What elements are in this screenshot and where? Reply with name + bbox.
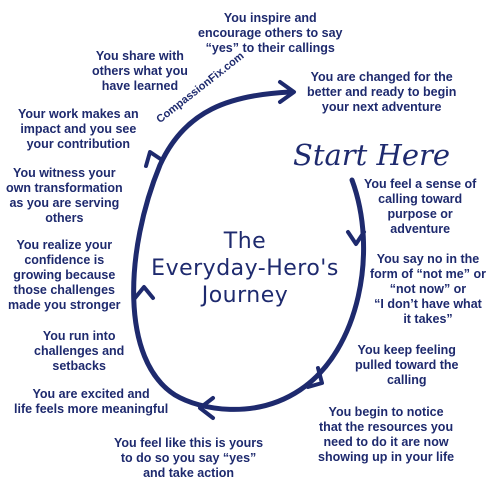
- title-line-2: Everyday-Hero's: [151, 256, 339, 281]
- step-8-line: those challenges: [13, 283, 115, 297]
- step-7-line: challenges and: [34, 344, 125, 358]
- cycle-path: [131, 89, 367, 412]
- step-11-line: have learned: [101, 79, 179, 93]
- step-7: You run into challenges and setbacks: [34, 329, 124, 374]
- step-9-line: You witness your: [13, 166, 116, 180]
- step-12: You inspire and encourage others to say …: [198, 11, 343, 56]
- step-1-line: adventure: [390, 222, 451, 236]
- start-here-label: Start Here: [293, 138, 451, 172]
- step-13-line: You are changed for the: [310, 70, 453, 84]
- step-5-line: and take action: [143, 466, 235, 480]
- step-1-line: calling toward: [378, 192, 463, 206]
- step-4-line: that the resources you: [319, 420, 454, 434]
- arrow-top-left-icon: [144, 150, 164, 168]
- step-12-line: encourage others to say: [198, 26, 343, 40]
- step-3-line: calling: [386, 373, 427, 387]
- step-5: You feel like this is yours to do so you…: [114, 436, 263, 481]
- step-11-line: others what you: [92, 64, 188, 78]
- step-2-line: “I don’t have what: [374, 297, 482, 311]
- step-9-line: own transformation: [6, 181, 123, 195]
- step-9-line: as you are serving: [9, 196, 120, 210]
- step-1: You feel a sense of calling toward purpo…: [364, 177, 476, 237]
- title-line-3: Journey: [201, 283, 289, 308]
- step-4-line: need to do it are now: [323, 435, 449, 449]
- step-13: You are changed for the better and ready…: [307, 70, 456, 115]
- step-11-line: You share with: [95, 49, 184, 63]
- step-6-line: life feels more meaningful: [14, 402, 169, 416]
- step-2-line: You say no in the: [376, 252, 480, 266]
- step-13-line: your next adventure: [321, 100, 442, 114]
- step-10: Your work makes an impact and you see yo…: [18, 107, 139, 152]
- arrow-left-up-icon: [133, 285, 155, 300]
- step-3-line: pulled toward the: [355, 358, 459, 372]
- step-10-line: your contribution: [26, 137, 131, 151]
- step-7-line: setbacks: [52, 359, 106, 373]
- step-2-line: it takes”: [403, 312, 453, 326]
- step-9: You witness your own transformation as y…: [6, 166, 123, 226]
- step-13-line: better and ready to begin: [307, 85, 457, 99]
- step-5-line: to do so you say “yes”: [120, 451, 257, 465]
- step-8: You realize your confidence is growing b…: [8, 238, 121, 313]
- step-10-line: Your work makes an: [18, 107, 139, 121]
- step-6-line: You are excited and: [32, 387, 150, 401]
- step-12-line: “yes” to their callings: [205, 41, 335, 55]
- step-2-line: form of “not me” or: [370, 267, 486, 281]
- step-4: You begin to notice that the resources y…: [318, 405, 454, 465]
- step-11: You share with others what you have lear…: [92, 49, 188, 94]
- step-8-line: growing because: [13, 268, 116, 282]
- arrow-bottom-right-icon: [306, 366, 324, 389]
- step-2: You say no in the form of “not me” or “n…: [370, 252, 486, 327]
- step-5-line: You feel like this is yours: [114, 436, 264, 450]
- step-4-line: You begin to notice: [328, 405, 444, 419]
- step-1-line: purpose or: [387, 207, 453, 221]
- step-2-line: “not now” or: [389, 282, 467, 296]
- step-8-line: You realize your: [16, 238, 113, 252]
- step-4-line: showing up in your life: [318, 450, 455, 464]
- title-line-1: The: [223, 229, 267, 254]
- step-12-line: You inspire and: [223, 11, 317, 25]
- step-8-line: confidence is: [24, 253, 105, 267]
- step-9-line: others: [45, 211, 84, 225]
- step-10-line: impact and you see: [20, 122, 137, 136]
- arrow-bottom-left-icon: [198, 396, 215, 420]
- step-7-line: You run into: [42, 329, 116, 343]
- step-3: You keep feeling pulled toward the calli…: [355, 343, 458, 388]
- step-3-line: You keep feeling: [357, 343, 456, 357]
- arrow-top-right-icon: [278, 80, 296, 104]
- arrow-right-down-icon: [346, 230, 366, 246]
- step-8-line: made you stronger: [8, 298, 121, 312]
- step-6: You are excited and life feels more mean…: [14, 387, 168, 417]
- step-1-line: You feel a sense of: [364, 177, 477, 191]
